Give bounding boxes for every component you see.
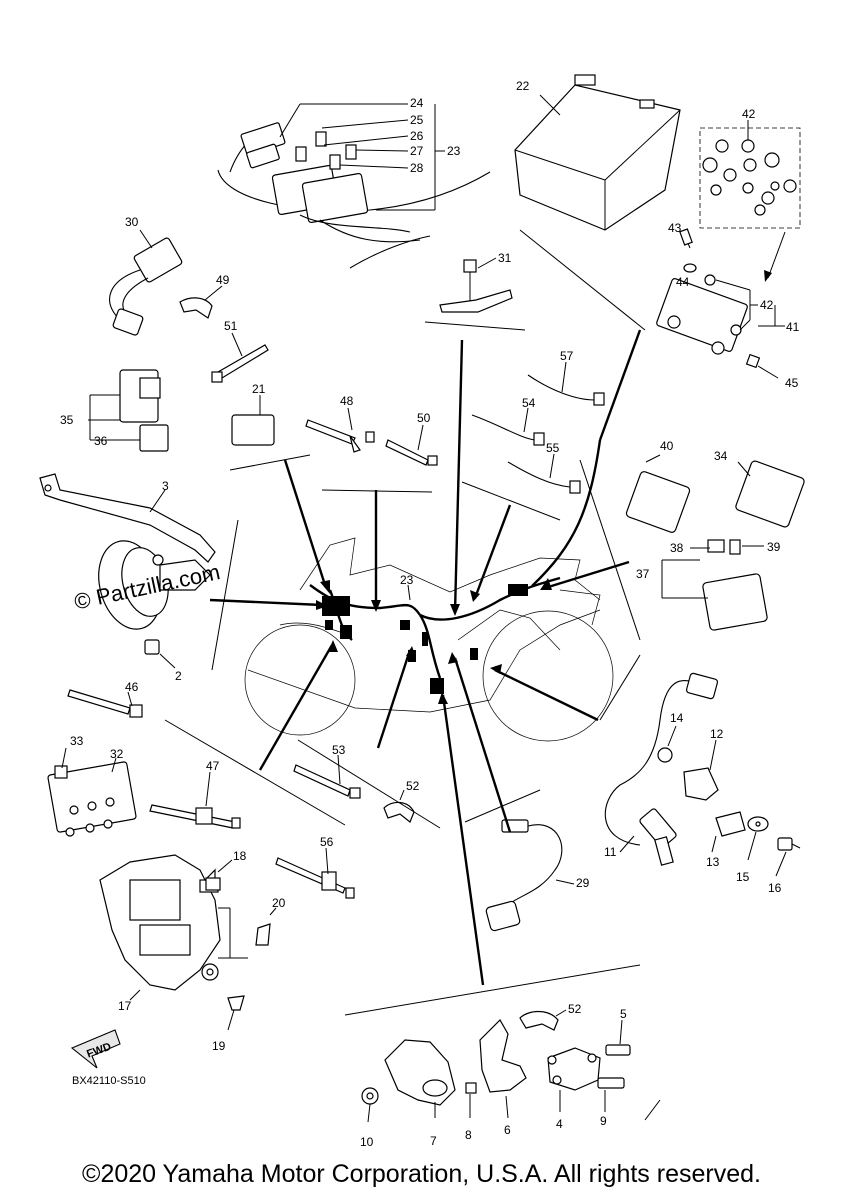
- callout-52-bottom: 52: [568, 1002, 582, 1016]
- relay-40: 40: [625, 439, 691, 533]
- callout-18: 18: [233, 849, 247, 863]
- motorcycle-outline: [244, 537, 614, 742]
- callout-19: 19: [212, 1039, 226, 1053]
- callout-44: 44: [676, 275, 690, 289]
- callout-49: 49: [216, 273, 230, 287]
- callout-46: 46: [125, 680, 139, 694]
- callout-25: 25: [410, 113, 424, 127]
- clamp-49: 49: [179, 273, 230, 319]
- band-46: 46: [67, 680, 143, 718]
- bracket-31: 31: [439, 251, 513, 313]
- clamp-12-14: 14 12 13 15 16: [657, 711, 801, 895]
- sensor-29: 29: [485, 819, 590, 932]
- fwd-arrow: FWD: [70, 1029, 121, 1069]
- sensor-54: 54: [471, 396, 545, 446]
- callout-22: 22: [516, 79, 530, 93]
- copyright-footer: ©2020 Yamaha Motor Corporation, U.S.A. A…: [82, 1160, 761, 1188]
- callout-23-group: 23: [447, 144, 461, 158]
- bolt-2: 2: [144, 639, 182, 683]
- callout-51: 51: [224, 319, 238, 333]
- band-53: 53: [293, 743, 361, 799]
- callout-13: 13: [706, 855, 720, 869]
- bracket-3: 3: [39, 473, 216, 563]
- callout-23: 23: [400, 573, 414, 587]
- bracket-17: 17 18 20 19: [99, 849, 286, 1053]
- callout-7: 7: [430, 1134, 437, 1148]
- callout-33: 33: [70, 734, 84, 748]
- band-50: 50: [385, 411, 438, 466]
- callout-10: 10: [360, 1135, 374, 1149]
- callout-20: 20: [272, 896, 286, 910]
- callout-12: 12: [710, 727, 724, 741]
- fuse-box-assembly: 24 25 26 27 28 23: [217, 96, 491, 269]
- callout-29: 29: [576, 876, 590, 890]
- callout-50: 50: [417, 411, 431, 425]
- callout-40: 40: [660, 439, 674, 453]
- relay-41: 43 44 42 41 45: [656, 221, 800, 390]
- clamp-52-mid: 52: [383, 779, 420, 823]
- callout-42: 42: [760, 298, 774, 312]
- callout-21: 21: [252, 382, 266, 396]
- horn-1: [98, 540, 211, 630]
- callout-3: 3: [162, 479, 169, 493]
- holder-21: 21: [231, 382, 275, 446]
- callout-41: 41: [786, 320, 800, 334]
- relay-34: 34: [714, 449, 805, 528]
- callout-34: 34: [714, 449, 728, 463]
- callout-28: 28: [410, 161, 424, 175]
- callout-43: 43: [668, 221, 682, 235]
- callout-54: 54: [522, 396, 536, 410]
- wire-harness-23: 23: [309, 573, 561, 694]
- group-frames: [164, 229, 661, 1121]
- callout-53: 53: [332, 743, 346, 757]
- battery: 22: [514, 74, 681, 231]
- callout-48: 48: [340, 394, 354, 408]
- callout-2: 2: [175, 669, 182, 683]
- band-56: 56: [275, 835, 355, 899]
- bottom-assembly: 52 5 6 7 8 4 9 10: [360, 1002, 631, 1149]
- callout-31: 31: [498, 251, 512, 265]
- callout-11: 11: [604, 845, 617, 859]
- connector-30: 30: [109, 215, 183, 336]
- sensor-57: 57: [527, 349, 605, 406]
- callout-55: 55: [546, 441, 560, 455]
- callout-16: 16: [768, 881, 782, 895]
- callout-56: 56: [320, 835, 334, 849]
- callout-38: 38: [670, 541, 684, 555]
- callout-17: 17: [118, 999, 132, 1013]
- diagram-code: BX42110-S510: [72, 1075, 146, 1087]
- callout-15: 15: [736, 870, 750, 884]
- sensor-55: 55: [507, 441, 581, 494]
- rectifier-32: 33 32: [47, 734, 137, 837]
- callout-24: 24: [410, 96, 424, 110]
- band-48: 48: [305, 394, 375, 453]
- callout-5: 5: [620, 1007, 627, 1021]
- callout-4: 4: [556, 1117, 563, 1131]
- band-51: 51: [211, 319, 269, 383]
- fuse-set-42: 42: [699, 107, 801, 282]
- band-47: 47: [149, 759, 241, 829]
- callout-30: 30: [125, 215, 139, 229]
- callout-45: 45: [785, 376, 799, 390]
- callout-14: 14: [670, 711, 684, 725]
- sensor-11: 11: [604, 672, 719, 866]
- starter-relay-37: 37 38 39: [636, 539, 781, 631]
- callout-42-top: 42: [742, 107, 756, 121]
- callout-32: 32: [110, 747, 124, 761]
- callout-9: 9: [600, 1114, 607, 1128]
- callout-35: 35: [60, 413, 74, 427]
- callout-8: 8: [465, 1128, 472, 1142]
- callout-37: 37: [636, 567, 650, 581]
- callout-26: 26: [410, 129, 424, 143]
- relay-35-36: 35 36: [60, 369, 169, 452]
- callout-36: 36: [94, 434, 108, 448]
- callout-6: 6: [504, 1123, 511, 1137]
- callout-27: 27: [410, 144, 424, 158]
- callout-39: 39: [767, 540, 781, 554]
- callout-47: 47: [206, 759, 220, 773]
- callout-52-mid: 52: [406, 779, 420, 793]
- callout-57: 57: [560, 349, 574, 363]
